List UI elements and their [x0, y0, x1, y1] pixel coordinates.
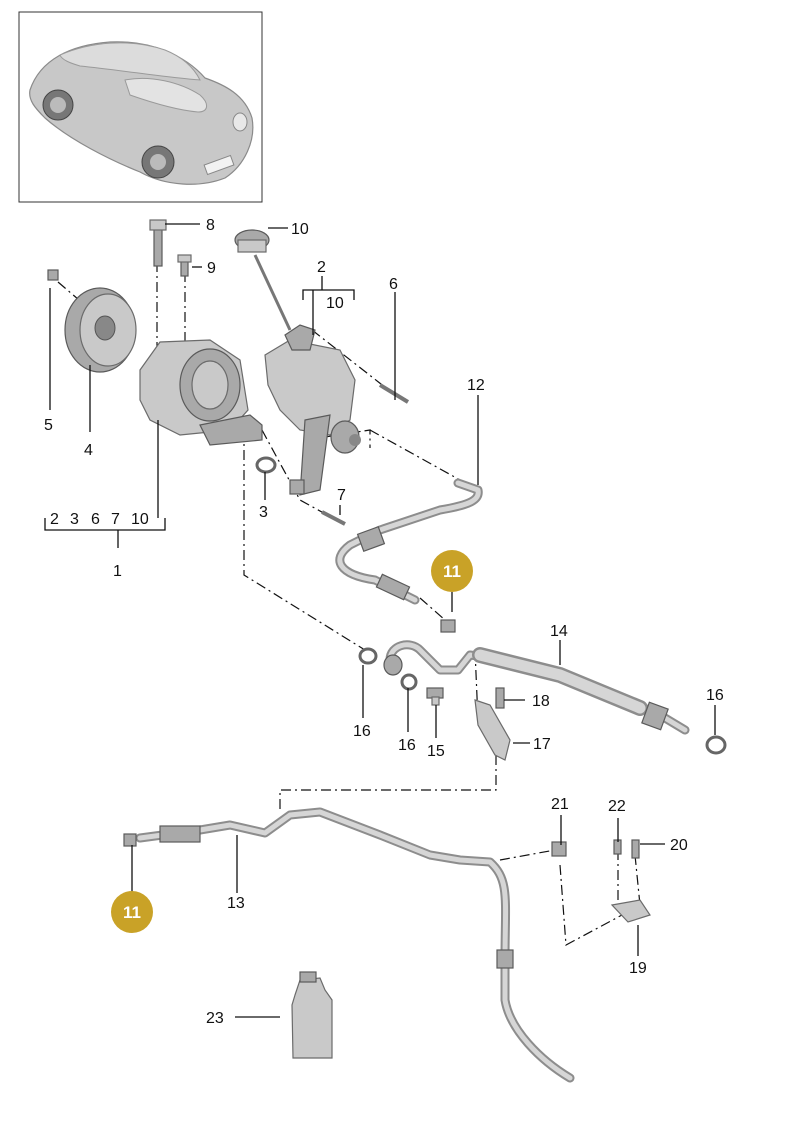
callout-1-item[interactable]: 10 [131, 511, 149, 528]
callout-2[interactable]: 2 [317, 259, 326, 276]
ring-3 [255, 456, 277, 474]
bracket-17 [474, 699, 511, 761]
hose-12 [335, 478, 483, 605]
callout-6[interactable]: 6 [389, 276, 398, 293]
bolt-6 [378, 383, 410, 404]
bolt-8 [149, 219, 167, 267]
callout-3[interactable]: 3 [259, 504, 268, 521]
callout-23[interactable]: 23 [206, 1010, 224, 1027]
callout-4[interactable]: 4 [84, 442, 93, 459]
callout-1-group: 2 3 6 7 10 1 [50, 511, 149, 580]
hose-13 [135, 807, 575, 1083]
callouts: 8 10 9 2 10 6 12 5 4 3 7 2 3 6 7 10 1 14… [44, 217, 724, 1027]
callout-12[interactable]: 12 [467, 377, 485, 394]
power-steering-pump [139, 339, 263, 446]
hose-14 [383, 640, 690, 735]
bolt-15 [426, 687, 444, 706]
callout-20[interactable]: 20 [670, 837, 688, 854]
callout-18[interactable]: 18 [532, 693, 550, 710]
clamp-21 [551, 841, 567, 857]
callout-16-left[interactable]: 16 [353, 723, 371, 740]
badge-11-label: 11 [443, 562, 461, 581]
callout-16-right[interactable]: 16 [706, 687, 724, 704]
callout-9[interactable]: 9 [207, 260, 216, 277]
bolt-9 [177, 254, 192, 277]
callout-5[interactable]: 5 [44, 417, 53, 434]
fluid-reservoir [264, 324, 361, 496]
callout-1[interactable]: 1 [113, 563, 122, 580]
callout-16-mid[interactable]: 16 [398, 737, 416, 754]
bolt-5 [47, 269, 59, 281]
callout-17[interactable]: 17 [533, 736, 551, 753]
clamp-11-upper [440, 619, 456, 633]
callout-1-item[interactable]: 3 [70, 511, 79, 528]
callout-10-cap[interactable]: 10 [291, 221, 309, 238]
badge-11-lower[interactable]: 11 [111, 891, 153, 933]
callout-7[interactable]: 7 [337, 487, 346, 504]
callout-2-sub-10[interactable]: 10 [326, 295, 344, 312]
fluid-bottle [291, 971, 333, 1059]
callout-1-item[interactable]: 2 [50, 511, 59, 528]
callout-15[interactable]: 15 [427, 743, 445, 760]
car-icon [29, 41, 254, 185]
callout-14[interactable]: 14 [550, 623, 568, 640]
vehicle-thumbnail[interactable] [18, 11, 263, 203]
callout-1-item[interactable]: 6 [91, 511, 100, 528]
reservoir-cap [234, 229, 292, 331]
callout-19[interactable]: 19 [629, 960, 647, 977]
bolt-7 [289, 479, 346, 526]
callout-1-item[interactable]: 7 [111, 511, 120, 528]
pulley [64, 287, 137, 373]
callout-21[interactable]: 21 [551, 796, 569, 813]
leader-lines [44, 223, 716, 1018]
badge-11-upper[interactable]: 11 [431, 550, 473, 592]
bolt-18 [495, 687, 505, 709]
rings-16 [358, 647, 727, 755]
callout-8[interactable]: 8 [206, 217, 215, 234]
clamp-11-lower [123, 833, 137, 847]
badge-11-label: 11 [123, 903, 141, 922]
callout-22[interactable]: 22 [608, 798, 626, 815]
callout-13[interactable]: 13 [227, 895, 245, 912]
bracket-19 [610, 899, 651, 923]
